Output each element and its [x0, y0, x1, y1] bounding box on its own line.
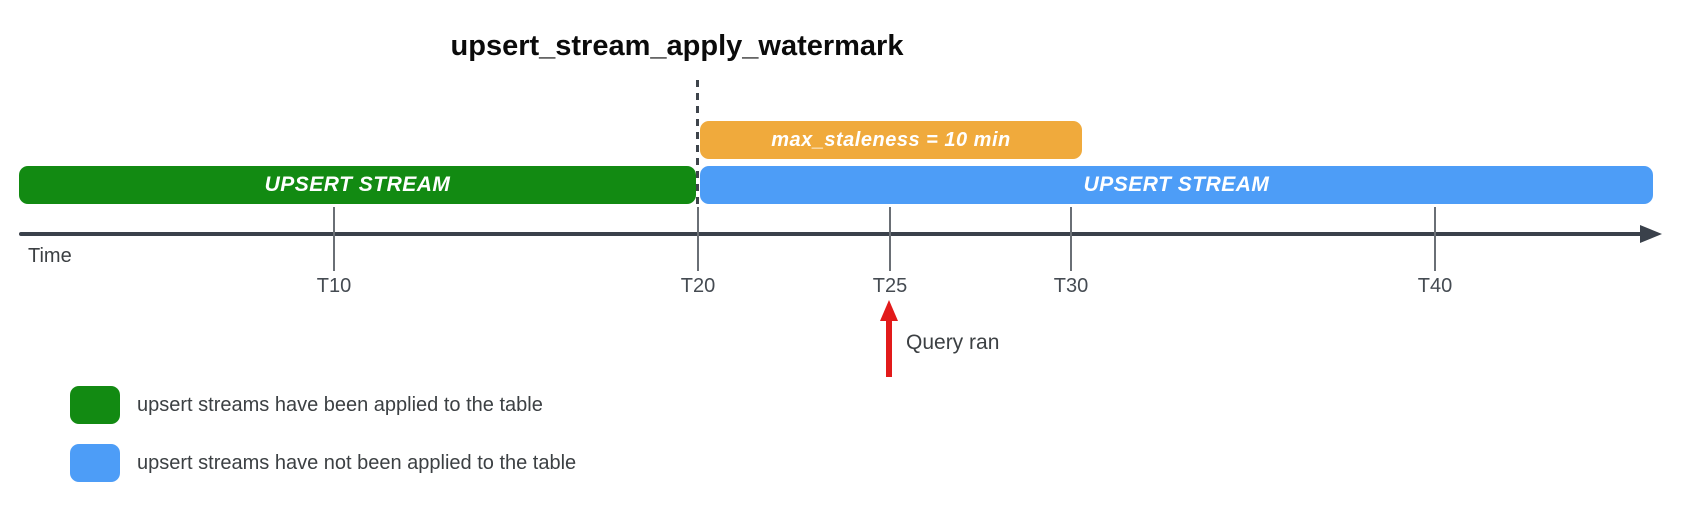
applied-upsert-stream-bar: UPSERT STREAM [19, 166, 696, 204]
legend-swatch-blue [70, 444, 120, 482]
max-staleness-bar-label: max_staleness = 10 min [771, 128, 1011, 151]
legend: upsert streams have been applied to the … [70, 386, 576, 482]
tick-t30 [1070, 207, 1072, 271]
query-ran-arrow-icon [880, 300, 898, 321]
diagram-title: upsert_stream_apply_watermark [450, 30, 904, 62]
tick-label-t20: T20 [680, 275, 716, 297]
tick-t25 [889, 207, 891, 271]
time-axis-line [19, 232, 1642, 236]
query-ran-label: Query ran [906, 331, 1000, 354]
tick-t20 [697, 207, 699, 271]
tick-t10 [333, 207, 335, 271]
time-axis-arrowhead-icon [1640, 225, 1662, 243]
legend-item-applied: upsert streams have been applied to the … [70, 386, 576, 424]
tick-label-t30: T30 [1053, 275, 1089, 297]
legend-label-not-applied: upsert streams have not been applied to … [137, 451, 577, 474]
time-axis-label: Time [28, 245, 72, 267]
max-staleness-bar: max_staleness = 10 min [700, 121, 1082, 159]
applied-upsert-stream-bar-label: UPSERT STREAM [264, 173, 451, 196]
tick-t40 [1434, 207, 1436, 271]
not-applied-upsert-stream-bar-label: UPSERT STREAM [1083, 173, 1270, 196]
tick-label-t25: T25 [872, 275, 908, 297]
not-applied-upsert-stream-bar: UPSERT STREAM [700, 166, 1653, 204]
legend-swatch-green [70, 386, 120, 424]
legend-item-not-applied: upsert streams have not been applied to … [70, 444, 576, 482]
tick-label-t10: T10 [316, 275, 352, 297]
legend-label-applied: upsert streams have been applied to the … [137, 393, 543, 416]
query-ran-arrow-shaft [886, 319, 892, 377]
tick-label-t40: T40 [1417, 275, 1453, 297]
watermark-dashed-line [696, 80, 699, 204]
